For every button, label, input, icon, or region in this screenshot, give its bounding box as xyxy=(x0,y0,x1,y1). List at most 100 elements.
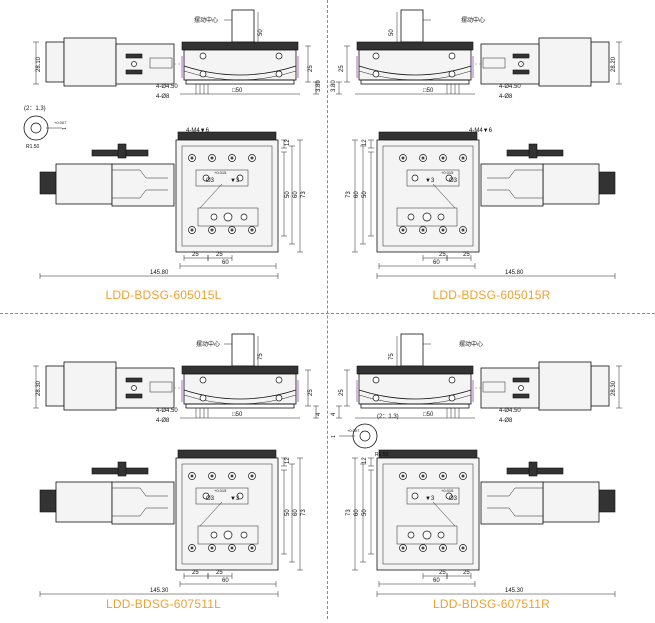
slot xyxy=(125,393,143,399)
length-dim: 145.80 xyxy=(150,270,169,276)
stage-base xyxy=(185,403,295,409)
model-label: LDD-BDSG-605015R xyxy=(432,288,551,302)
slot-hole xyxy=(240,213,248,221)
pin-callout: 4-Ø8 xyxy=(156,94,170,100)
pivot-label: 摆动中心 xyxy=(459,340,483,348)
bracket xyxy=(149,381,173,393)
width-dim: 60 xyxy=(222,578,229,584)
slot-hole xyxy=(445,492,453,500)
screw-hole xyxy=(518,385,524,391)
mount-hole-core xyxy=(461,228,465,232)
stage-arc xyxy=(183,389,297,400)
ref-depth: ▼3 xyxy=(230,178,240,184)
motor-cap xyxy=(45,41,65,83)
motor-knob xyxy=(598,171,616,195)
screw-hole xyxy=(131,385,137,391)
motor-body xyxy=(63,37,117,87)
bracket xyxy=(482,381,506,393)
gear-housing xyxy=(115,43,175,85)
stage-arc xyxy=(358,389,472,400)
motor-body-top xyxy=(542,481,600,523)
mount-hole-core xyxy=(421,546,425,550)
bracket xyxy=(149,57,173,69)
mount-hole-core xyxy=(461,156,465,160)
side-height-dim: 25 xyxy=(308,389,314,396)
mount-hole-core xyxy=(401,228,405,232)
tap-hole-callout: 4-Ø4.50 xyxy=(156,408,178,414)
offset-dim: 3.80 xyxy=(331,80,337,92)
slot-hole xyxy=(437,213,445,221)
mount-hole-core xyxy=(210,474,214,478)
mount-hole-core xyxy=(250,156,254,160)
mount-hole-core xyxy=(461,474,465,478)
pitch-a-dim: 25 xyxy=(463,252,470,258)
slot-hole xyxy=(202,174,210,182)
mount-hole-core xyxy=(250,228,254,232)
mount-hole-core xyxy=(441,546,445,550)
mid-dim: 60 xyxy=(354,191,360,198)
gear-housing xyxy=(115,367,175,409)
motor-height-dim: 28.10 xyxy=(36,56,42,72)
length-dim: 145.30 xyxy=(505,588,524,594)
slot xyxy=(512,377,530,383)
tap-hole-callout: 4-Ø4.50 xyxy=(156,84,178,90)
inner-dim: 50 xyxy=(285,509,291,516)
housing-detail xyxy=(487,189,543,199)
gear-hub xyxy=(117,461,127,477)
leader-line xyxy=(199,183,223,209)
detail-hub xyxy=(359,430,371,442)
ref-hole: Ø3 xyxy=(206,178,215,184)
slot-hole xyxy=(411,492,419,500)
lower-slot-plate xyxy=(197,525,259,545)
slot-hole xyxy=(407,213,415,221)
ref-hole: Ø3 xyxy=(206,496,215,502)
pivot-height-dim: 50 xyxy=(258,29,264,36)
labels: 摆动中心7528.302544-Ø4.504-Ø8□50(2：1.3)R1.50… xyxy=(331,340,617,594)
mount-hole-core xyxy=(421,474,425,478)
motor-knob xyxy=(598,489,616,513)
stage-arc xyxy=(183,65,297,76)
slot-hole xyxy=(210,531,218,539)
outer-dim: 73 xyxy=(346,509,352,516)
outer-dim: 73 xyxy=(301,509,307,516)
housing-detail xyxy=(112,507,168,517)
center-hole xyxy=(223,530,233,540)
mount-hole-core xyxy=(190,546,194,550)
slot xyxy=(512,393,530,399)
motor-knob xyxy=(39,489,57,513)
screw-hole xyxy=(131,61,137,67)
side-height-dim: 25 xyxy=(308,65,314,72)
motor-height-dim: 28.20 xyxy=(611,56,617,72)
screw-hole xyxy=(372,70,380,78)
side-height-dim: 25 xyxy=(339,65,345,72)
pitch-a-dim: 25 xyxy=(463,570,470,576)
vertical-divider xyxy=(327,0,328,619)
square-callout: □50 xyxy=(423,88,434,94)
stage-inner xyxy=(382,145,474,247)
drawing-607511R-svg: 摆动中心7528.302544-Ø4.504-Ø8□50(2：1.3)R1.50… xyxy=(331,333,622,597)
slot xyxy=(512,53,530,59)
housing-detail xyxy=(487,487,543,497)
ref-depth: ▼3 xyxy=(425,178,435,184)
gear-housing xyxy=(480,367,540,409)
detail-tolerance: +0.007 xyxy=(54,120,67,125)
screw-hole xyxy=(275,70,283,78)
screw-hole xyxy=(448,70,456,78)
gear-hub xyxy=(528,143,538,159)
height-top-dim: 12 xyxy=(362,457,368,464)
ref-hole: Ø3 xyxy=(449,178,458,184)
center-hole xyxy=(223,212,233,222)
gear-hub xyxy=(528,461,538,477)
slot-plate xyxy=(406,169,460,187)
inner-dim: 50 xyxy=(285,191,291,198)
pitch-b-dim: 25 xyxy=(216,570,223,576)
screw-hole xyxy=(372,394,380,402)
length-dim: 145.80 xyxy=(505,270,524,276)
